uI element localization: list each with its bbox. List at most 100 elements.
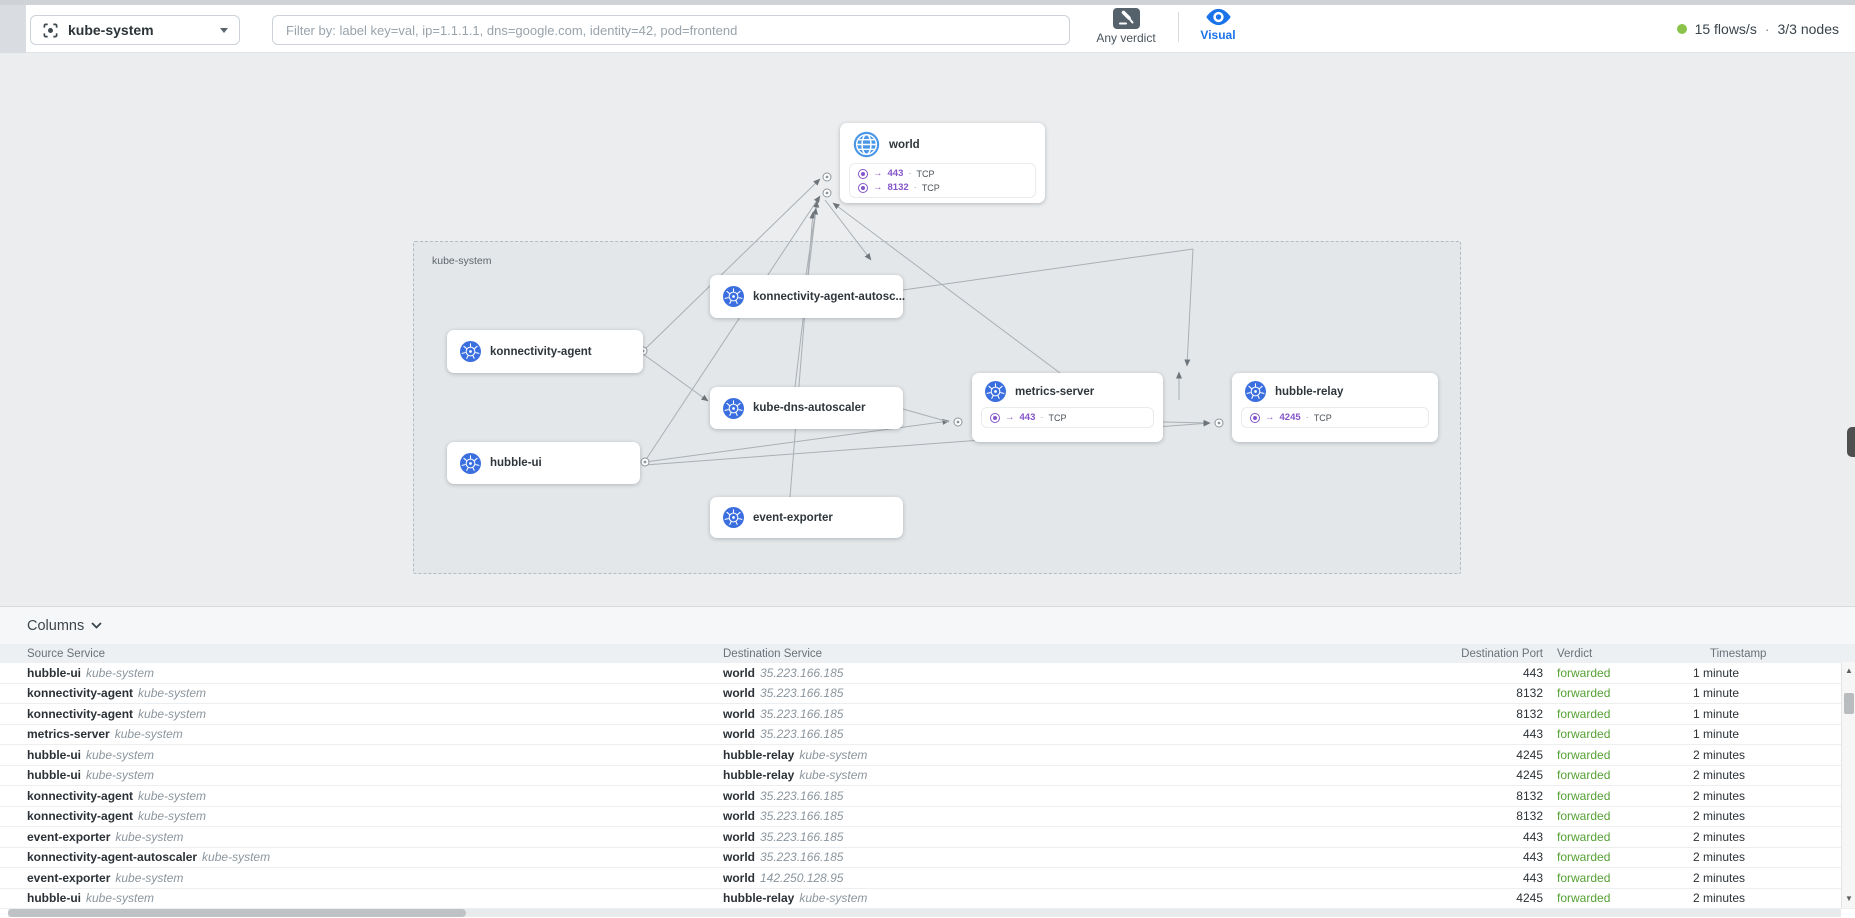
flow-verdict: forwarded <box>1557 850 1611 865</box>
port-protocol: TCP <box>921 182 940 193</box>
flow-verdict: forwarded <box>1557 706 1611 721</box>
port-list: →443·TCP <box>981 407 1154 428</box>
eye-icon <box>1205 8 1232 26</box>
map-node-label: hubble-relay <box>1275 385 1344 398</box>
flow-destination-port: 8132 <box>1516 788 1543 803</box>
port-protocol: TCP <box>916 168 935 179</box>
top-toolbar: kube-system Any verdict Visual 15 flow <box>0 0 1855 53</box>
flow-verdict: forwarded <box>1557 747 1611 762</box>
flow-timestamp: 2 minutes <box>1693 870 1746 885</box>
flow-destination-port: 443 <box>1522 829 1543 844</box>
flow-destination-port: 443 <box>1522 870 1543 885</box>
kubernetes-icon <box>460 452 481 474</box>
flow-timestamp: 2 minutes <box>1693 891 1746 906</box>
map-node-kube-dns-autoscaler[interactable]: kube-dns-autoscaler <box>710 387 903 429</box>
flow-destination-port: 443 <box>1522 727 1543 742</box>
kubernetes-icon <box>460 341 481 362</box>
flow-destination-port: 443 <box>1522 850 1543 865</box>
column-header-source-service: Source Service <box>27 647 105 660</box>
columns-bar: Columns <box>0 607 1855 644</box>
gavel-icon <box>1112 8 1140 29</box>
horizontal-scrollbar[interactable] <box>8 909 1841 917</box>
flow-timestamp: 2 minutes <box>1693 788 1746 803</box>
port-icon <box>990 412 1000 423</box>
map-node-hubble-relay[interactable]: hubble-relay→4245·TCP <box>1232 373 1438 442</box>
port-separator: · <box>1040 412 1044 423</box>
map-scroll-handle[interactable] <box>1847 427 1855 457</box>
port-protocol: TCP <box>1048 412 1067 423</box>
flow-destination-port: 8132 <box>1516 809 1543 824</box>
map-node-konnectivity-agent[interactable]: konnectivity-agent <box>447 330 643 373</box>
port-separator: · <box>908 168 912 179</box>
flow-verdict: forwarded <box>1557 727 1611 742</box>
top-left-gutter <box>0 5 26 53</box>
flow-timestamp: 1 minute <box>1693 727 1740 742</box>
map-node-label: kube-dns-autoscaler <box>753 402 866 414</box>
flow-verdict: forwarded <box>1557 686 1611 701</box>
flow-destination-port: 8132 <box>1516 686 1543 701</box>
flows-table-panel: Columns Source Service Destination Servi… <box>0 606 1855 918</box>
table-vertical-scrollbar[interactable]: ▲ ▼ <box>1841 662 1855 908</box>
namespace-boundary-label: kube-system <box>432 255 492 267</box>
verdict-filter-label: Any verdict <box>1096 31 1156 45</box>
horizontal-scrollbar-thumb[interactable] <box>8 909 466 917</box>
chevron-down-icon <box>220 27 228 33</box>
map-node-metrics-server[interactable]: metrics-server→443·TCP <box>972 373 1163 442</box>
vertical-scrollbar-thumb[interactable] <box>1844 693 1854 714</box>
map-node-label: metrics-server <box>1015 385 1095 398</box>
verdict-filter-button[interactable]: Any verdict <box>1090 8 1162 45</box>
flow-filter-input[interactable] <box>272 15 1070 45</box>
port-arrow-icon: → <box>1005 412 1015 423</box>
port-number: 4245 <box>1279 412 1301 423</box>
status-separator: · <box>1764 21 1770 37</box>
port-icon <box>858 182 868 193</box>
scroll-down-icon[interactable]: ▼ <box>1845 894 1853 903</box>
flow-verdict: forwarded <box>1557 768 1611 783</box>
toolbar-divider <box>1178 12 1179 42</box>
map-node-konnectivity-agent-autoscaler[interactable]: konnectivity-agent-autosc... <box>710 275 905 318</box>
flow-destination-port: 4245 <box>1516 747 1543 762</box>
map-node-event-exporter[interactable]: event-exporter <box>710 497 903 538</box>
column-header-destination-service: Destination Service <box>723 647 823 660</box>
port-icon <box>858 168 868 179</box>
port-arrow-icon: → <box>1265 412 1275 423</box>
map-node-hubble-ui[interactable]: hubble-ui <box>447 442 640 484</box>
namespace-selector[interactable]: kube-system <box>30 15 240 45</box>
visual-mode-button[interactable]: Visual <box>1196 8 1240 42</box>
flow-destination-port: 443 <box>1522 665 1543 680</box>
flow-timestamp: 2 minutes <box>1693 850 1746 865</box>
map-node-world[interactable]: world→443·TCP→8132·TCP <box>840 123 1045 203</box>
port-icon <box>1250 412 1260 423</box>
port-number: 8132 <box>887 182 909 193</box>
columns-toggle-button[interactable]: Columns <box>27 618 102 634</box>
status-dot-icon <box>1676 24 1687 34</box>
scroll-up-icon[interactable]: ▲ <box>1845 666 1853 675</box>
port-separator: · <box>1305 412 1309 423</box>
